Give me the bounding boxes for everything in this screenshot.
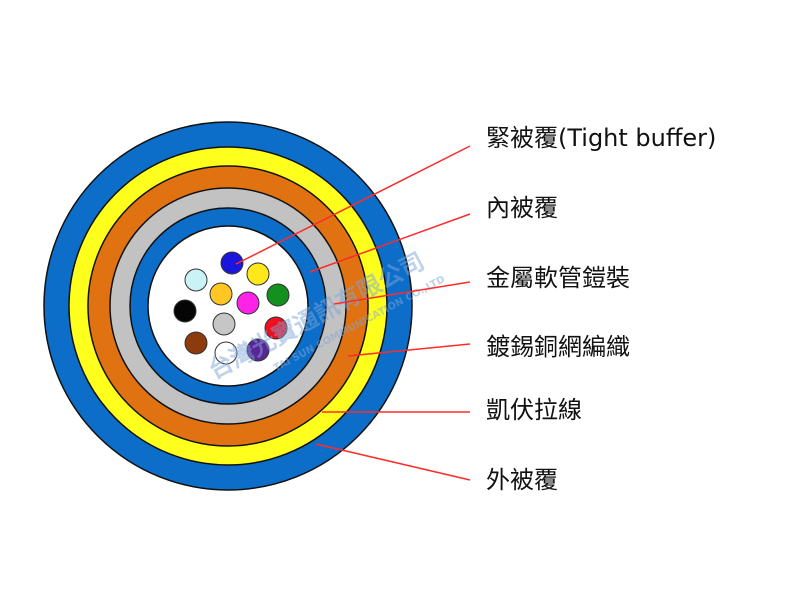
fiber-2 — [184, 268, 208, 292]
leader-inner-jacket — [309, 213, 471, 273]
label-inner-jacket: 內被覆 — [486, 194, 558, 222]
fiber-12 — [246, 338, 270, 362]
leader-lines — [235, 145, 471, 481]
fiber-8 — [212, 312, 236, 336]
fiber-3 — [246, 262, 270, 286]
label-kevlar: 凱伏拉線 — [486, 396, 582, 424]
leader-metal-armor — [333, 281, 471, 305]
label-tinned-copper-braid: 鍍錫銅網編織 — [486, 333, 630, 361]
label-metal-armor: 金屬軟管鎧裝 — [486, 264, 630, 292]
layer-labels: 緊被覆(Tight buffer) 內被覆 金屬軟管鎧裝 鍍錫銅網編織 凱伏拉線… — [486, 124, 716, 494]
leader-tight-buffer — [235, 145, 471, 265]
leader-outer-jacket — [315, 443, 471, 481]
fiber-4 — [209, 282, 233, 306]
label-outer-jacket: 外被覆 — [486, 466, 558, 494]
fiber-7 — [173, 299, 197, 323]
fiber-9 — [264, 316, 288, 340]
fiber-6 — [266, 283, 290, 307]
cable-rings — [43, 121, 413, 491]
fiber-bundle — [173, 251, 290, 365]
fiber-10 — [184, 331, 208, 355]
leader-tinned-copper-braid — [347, 343, 471, 357]
label-tight-buffer: 緊被覆(Tight buffer) — [486, 124, 716, 152]
fiber-5 — [236, 291, 260, 315]
fiber-11 — [214, 341, 238, 365]
fiber-1 — [220, 251, 244, 275]
